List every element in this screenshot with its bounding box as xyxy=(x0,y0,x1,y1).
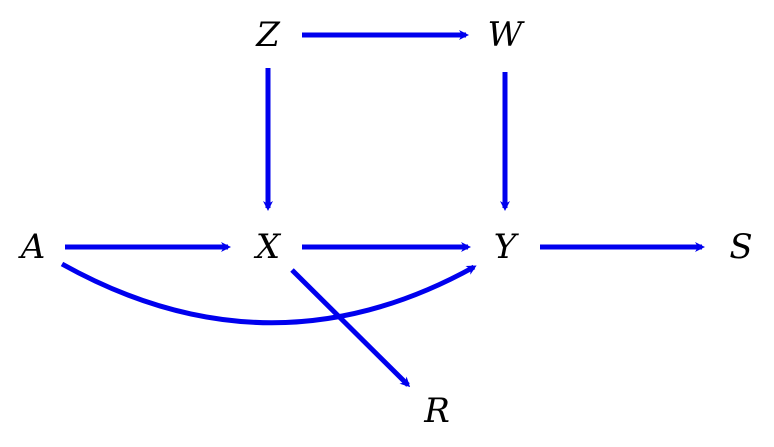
edge-a-y xyxy=(60,261,477,326)
node-w: W xyxy=(488,15,526,55)
node-x: X xyxy=(253,227,282,267)
node-y: Y xyxy=(494,227,520,267)
node-z: Z xyxy=(255,15,281,55)
nodes: Z W A X Y S R xyxy=(18,15,753,431)
node-r: R xyxy=(423,391,450,431)
node-a: A xyxy=(18,227,46,267)
edges xyxy=(60,30,705,388)
node-s: S xyxy=(729,227,752,267)
edge-x-r xyxy=(290,268,411,388)
